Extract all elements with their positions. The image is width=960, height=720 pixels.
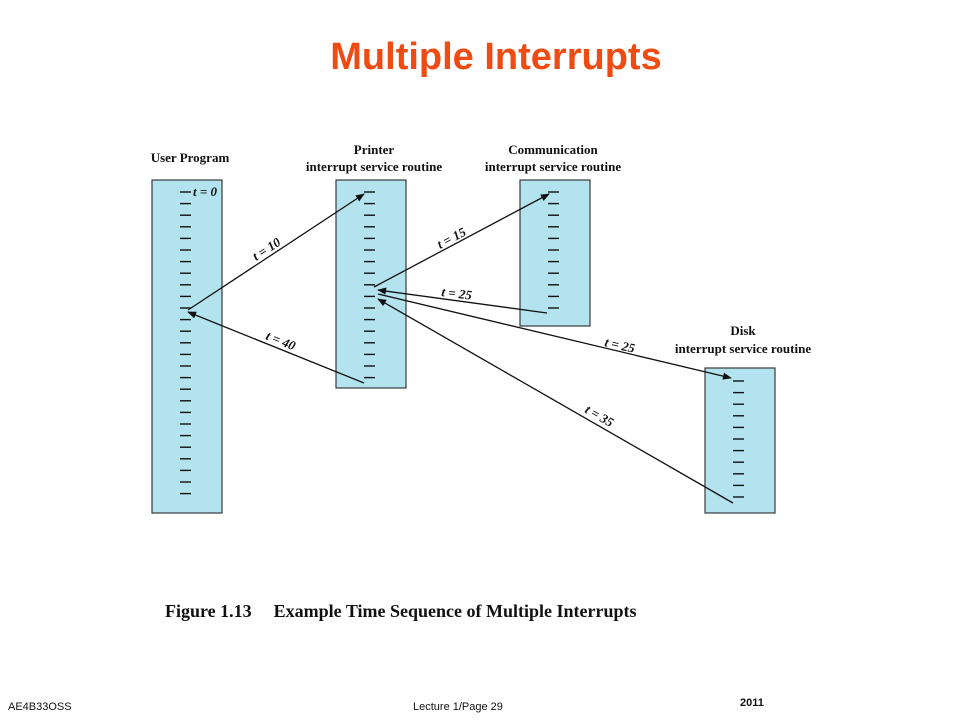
transfer-label-t25-return: t = 25 [441, 284, 474, 303]
arrow-disk-to-printer [377, 298, 734, 504]
comm-label-line1: Communication [508, 142, 598, 157]
arrow-comm-to-printer [377, 287, 548, 314]
figure-number: Figure 1.13 [165, 601, 252, 621]
transfer-label-t25-disk: t = 25 [603, 334, 637, 356]
figure-caption-text: Example Time Sequence of Multiple Interr… [273, 601, 637, 621]
transfer-label-t10: t = 10 [249, 234, 283, 263]
disk-routine-column [704, 367, 776, 514]
transfer-label-t15: t = 15 [434, 224, 468, 252]
printer-routine-column [335, 179, 407, 389]
disk-label-line1: Disk [730, 323, 756, 338]
disk-label-line2: interrupt service routine [675, 341, 811, 356]
interrupt-sequence-diagram: User Program Printer interrupt service r… [151, 142, 811, 514]
user-program-column [151, 179, 223, 514]
comm-routine-column [519, 179, 591, 327]
slide-title: Multiple Interrupts [330, 36, 662, 78]
printer-label-line2: interrupt service routine [306, 159, 442, 174]
figure-caption: Figure 1.13 Example Time Sequence of Mult… [165, 601, 637, 622]
footer-year: 2011 [740, 697, 764, 709]
arrow-printer-to-comm [373, 193, 550, 288]
footer-course-code: AE4B33OSS [8, 701, 72, 713]
footer-page-number: Lecture 1/Page 29 [413, 701, 503, 713]
printer-label-line1: Printer [354, 142, 395, 157]
instruction-ticks [180, 191, 744, 498]
arrow-user-to-printer [187, 193, 365, 311]
user-program-label: User Program [151, 150, 230, 165]
arrow-printer-to-disk [377, 293, 732, 380]
arrow-printer-to-user [187, 311, 365, 384]
start-time-label: t = 0 [193, 184, 218, 199]
comm-label-line2: interrupt service routine [485, 159, 621, 174]
